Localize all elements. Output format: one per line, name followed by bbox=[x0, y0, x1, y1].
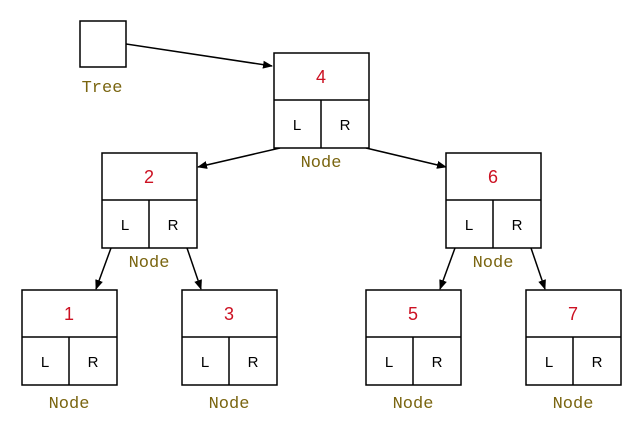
tree-label: Tree bbox=[82, 79, 123, 98]
tree-node: 2 L R Node bbox=[101, 152, 198, 273]
node-value: 1 bbox=[64, 304, 74, 324]
left-pointer-label: L bbox=[465, 217, 473, 234]
node-caption: Node bbox=[129, 254, 170, 273]
tree-node: 3 L R Node bbox=[181, 289, 278, 414]
tree-node: 7 L R Node bbox=[525, 289, 622, 414]
right-pointer-label: R bbox=[592, 354, 603, 371]
edge-tree-to-root bbox=[125, 43, 273, 69]
tree-node: 4 L R Node bbox=[273, 52, 370, 173]
left-pointer-label: L bbox=[121, 217, 129, 234]
right-pointer-label: R bbox=[512, 217, 523, 234]
node-value: 6 bbox=[488, 167, 498, 187]
edge-6-to-5 bbox=[439, 247, 456, 290]
node-value: 4 bbox=[316, 67, 326, 87]
edge-4-to-6 bbox=[365, 147, 447, 169]
right-pointer-label: R bbox=[168, 217, 179, 234]
node-caption: Node bbox=[553, 395, 594, 414]
left-pointer-label: L bbox=[545, 354, 553, 371]
tree-node: 1 L R Node bbox=[21, 289, 118, 414]
node-caption: Node bbox=[301, 154, 342, 173]
right-pointer-label: R bbox=[432, 354, 443, 371]
node-value: 5 bbox=[408, 304, 418, 324]
node-value: 2 bbox=[144, 167, 154, 187]
node-caption: Node bbox=[393, 395, 434, 414]
edge-2-to-3 bbox=[186, 247, 202, 290]
edge-2-to-1 bbox=[95, 247, 112, 290]
tree-pointer-box bbox=[79, 20, 127, 68]
tree-node: 5 L R Node bbox=[365, 289, 462, 414]
node-caption: Node bbox=[49, 395, 90, 414]
left-pointer-label: L bbox=[201, 354, 209, 371]
right-pointer-label: R bbox=[340, 117, 351, 134]
tree-pointer: Tree bbox=[79, 20, 127, 98]
edges bbox=[95, 43, 546, 290]
node-caption: Node bbox=[473, 254, 514, 273]
node-value: 7 bbox=[568, 304, 578, 324]
right-pointer-label: R bbox=[248, 354, 259, 371]
tree-node: 6 L R Node bbox=[445, 152, 542, 273]
node-caption: Node bbox=[209, 395, 250, 414]
right-pointer-label: R bbox=[88, 354, 99, 371]
edge-4-to-2 bbox=[197, 147, 281, 169]
edge-6-to-7 bbox=[530, 247, 546, 290]
left-pointer-label: L bbox=[293, 117, 301, 134]
left-pointer-label: L bbox=[385, 354, 393, 371]
left-pointer-label: L bbox=[41, 354, 49, 371]
node-value: 3 bbox=[224, 304, 234, 324]
